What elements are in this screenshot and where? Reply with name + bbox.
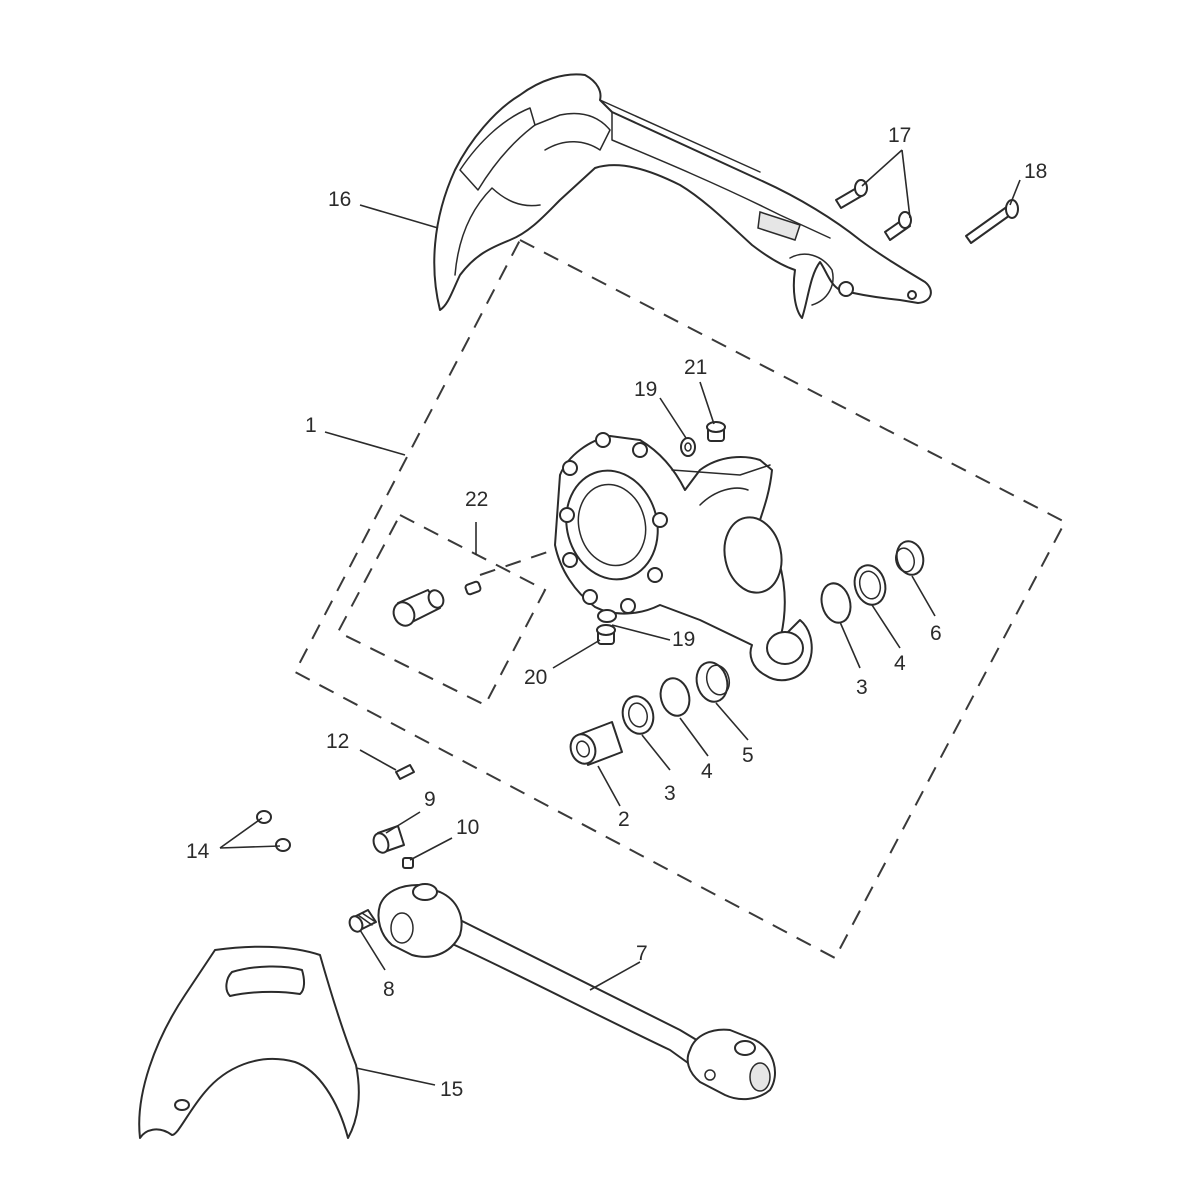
callout-4-lower: 4 [701, 760, 713, 783]
callout-19-lower: 19 [672, 628, 695, 651]
callout-16: 16 [328, 188, 351, 211]
part-17-bolt-b [884, 211, 912, 241]
callout-9: 9 [424, 788, 436, 811]
part-12-small-bolt [395, 764, 415, 780]
callout-15: 15 [440, 1078, 463, 1101]
part-14-plug-a [256, 810, 272, 824]
part-22-dowel [464, 580, 482, 596]
assembly-boundary-1 [293, 238, 1067, 960]
part-19-washer-lower [597, 609, 617, 623]
leader-lines [219, 149, 1021, 1086]
part-6-bush-right [895, 540, 925, 576]
part-4-circlip-lower [659, 677, 691, 717]
part-7-drive-shaft [377, 883, 776, 1101]
part-22-pin [392, 589, 445, 627]
part-9-bush [372, 825, 405, 854]
callout-7: 7 [636, 942, 648, 965]
callout-17: 17 [888, 124, 911, 147]
part-17-bolt-a [835, 179, 868, 209]
part-1-final-drive-housing [554, 432, 813, 682]
callout-22: 22 [465, 488, 488, 511]
callout-20: 20 [524, 666, 547, 689]
part-4-seal-right [853, 564, 887, 606]
callout-8: 8 [383, 978, 395, 1001]
callout-19-top: 19 [634, 378, 657, 401]
callout-2: 2 [618, 808, 630, 831]
part-19-washer-top [680, 437, 696, 457]
callout-18: 18 [1024, 160, 1047, 183]
part-5-bearing [695, 661, 731, 703]
part-18-long-bolt [965, 199, 1019, 244]
part-2-bearing-sleeve [569, 721, 623, 766]
part-14-plug-b [275, 838, 291, 852]
part-8-spring-bush [348, 909, 377, 933]
callout-10: 10 [456, 816, 479, 839]
part-3-circlip-right [820, 582, 852, 624]
callout-3-lower: 3 [664, 782, 676, 805]
callout-14: 14 [186, 840, 210, 863]
part-3-seal-lower [621, 695, 655, 735]
callout-3-right: 3 [856, 676, 868, 699]
callout-1: 1 [305, 414, 317, 437]
callout-4-right: 4 [894, 652, 906, 675]
assembly-boundary-22 [336, 513, 547, 707]
callout-6: 6 [930, 622, 942, 645]
callout-labels: 1 2 3 3 4 4 5 6 7 8 9 10 12 14 15 16 17 … [186, 124, 1047, 1101]
part-20-plug [596, 624, 616, 645]
part-16-mudguard [433, 73, 932, 319]
kit-link-line [479, 544, 569, 576]
callout-21: 21 [684, 356, 707, 379]
callout-12: 12 [326, 730, 349, 753]
part-21-plug [706, 421, 726, 442]
part-15-guard [138, 945, 360, 1139]
callout-5: 5 [742, 744, 754, 767]
